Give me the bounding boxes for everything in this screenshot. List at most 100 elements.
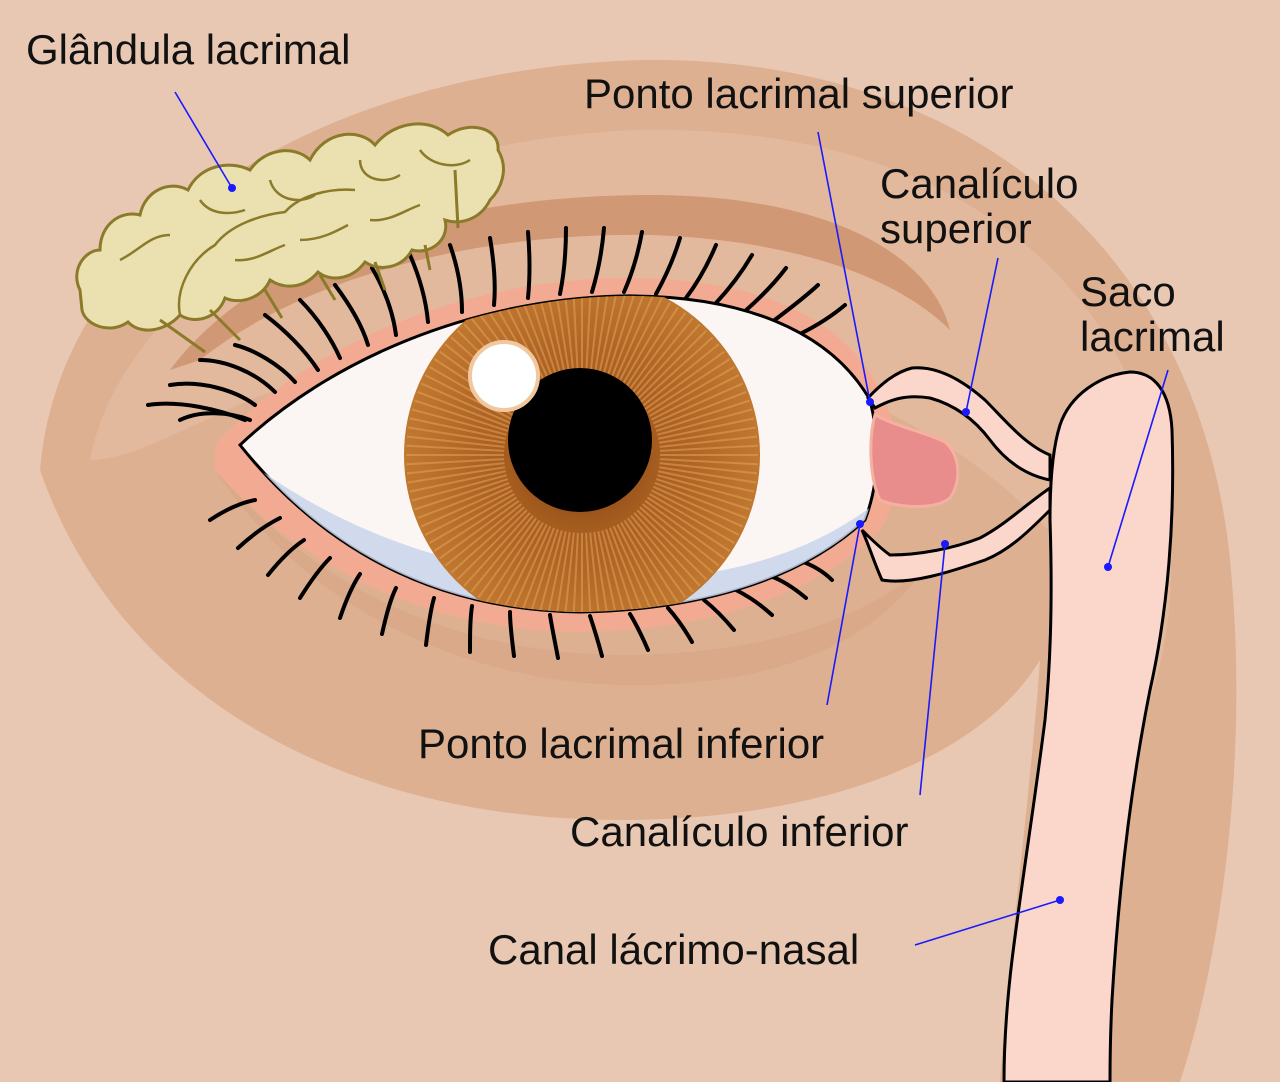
iris-fiber: [406, 462, 505, 475]
iris-fiber: [420, 485, 512, 528]
iris-fiber: [562, 532, 575, 612]
iris-fiber: [639, 506, 714, 574]
label-superior-canaliculus-line2: superior: [880, 205, 1032, 252]
iris-fiber: [414, 478, 509, 511]
iris-fiber: [526, 528, 559, 612]
label-superior-canaliculus-line1: Canalículo: [880, 160, 1078, 207]
iris-fiber: [623, 519, 679, 604]
iris-fiber: [477, 517, 537, 598]
iris-fiber: [639, 336, 714, 404]
pupil: [508, 368, 652, 512]
iris-fiber: [652, 382, 744, 425]
label-superior-punctum: Ponto lacrimal superior: [584, 70, 1014, 117]
iris-fiber: [659, 462, 758, 475]
iris-fiber: [509, 295, 552, 385]
iris-fiber: [633, 323, 701, 398]
iris-fiber: [424, 374, 513, 421]
iris-fiber: [651, 489, 740, 536]
label-lacrimal-sac-line1: Saco: [1080, 268, 1176, 315]
iris-fiber: [433, 496, 518, 552]
iris-fiber: [612, 295, 655, 385]
iris-fiber: [646, 358, 731, 414]
iris-fiber: [644, 350, 725, 410]
iris-fiber: [571, 295, 579, 378]
iris-fiber: [597, 295, 620, 379]
iris-fiber: [654, 390, 747, 428]
iris-fiber: [657, 408, 753, 436]
iris-fiber: [652, 485, 744, 528]
iris-fiber: [553, 531, 571, 612]
label-lacrimal-gland: Glândula lacrimal: [26, 26, 350, 73]
pointer-inferior-punctum: [826, 523, 861, 706]
pointer-dot-lacrimal-sac: [1104, 563, 1112, 571]
iris-fiber: [623, 306, 679, 391]
iris-fiber: [411, 408, 507, 436]
iris-fiber: [501, 524, 548, 612]
iris-fiber: [406, 444, 505, 452]
iris-fiber: [601, 295, 629, 380]
iris-fiber: [609, 295, 647, 383]
iris-fiber: [463, 512, 531, 587]
iris-fiber: [636, 329, 708, 401]
iris-fiber: [655, 478, 750, 511]
iris-fiber: [654, 482, 747, 520]
pointer-lacrimal-gland: [174, 91, 233, 189]
iris-fiber: [601, 530, 629, 612]
label-inferior-canaliculus: Canalículo inferior: [570, 808, 909, 855]
iris-fiber: [630, 317, 694, 396]
iris-fiber: [444, 503, 523, 567]
iris-fiber: [658, 417, 755, 440]
lower-eyelashes: [208, 498, 834, 660]
iris-fiber: [589, 532, 602, 612]
iris-fiber: [585, 532, 593, 612]
iris-fiber: [409, 470, 506, 493]
iris-fiber: [406, 458, 505, 466]
pointer-dot-inferior-canaliculus: [941, 540, 949, 548]
iris-fiber: [616, 297, 663, 386]
pointer-dot-superior-punctum: [866, 398, 874, 406]
pointer-dot-superior-canaliculus: [962, 408, 970, 416]
iris-fiber: [509, 525, 552, 612]
iris-fiber: [627, 312, 687, 393]
iris-fiber: [658, 470, 755, 493]
iris-fiber: [417, 390, 510, 428]
pointer-dot-inferior-punctum: [856, 520, 864, 528]
iris-fiber: [655, 399, 750, 432]
lacrimal-gland: [75, 122, 505, 354]
iris-fiber: [406, 435, 505, 448]
pointer-nasolacrimal-duct: [914, 899, 1061, 946]
pointer-dot-nasolacrimal-duct: [1056, 896, 1064, 904]
iris-fiber: [414, 399, 509, 432]
iris-fiber: [649, 493, 735, 544]
iris-fiber: [485, 519, 541, 604]
pointer-superior-canaliculus: [965, 257, 999, 413]
iris-fiber: [651, 374, 740, 421]
iris-fiber: [585, 295, 593, 378]
iris-fiber: [417, 482, 510, 520]
iris-fiber: [659, 458, 758, 466]
iris-fiber: [470, 514, 534, 593]
upper-eyelashes: [146, 226, 847, 422]
pointer-lacrimal-sac: [1107, 369, 1169, 568]
iris-fiber: [646, 496, 731, 552]
upper-eyelid-crease: [170, 195, 950, 370]
iris-fiber: [420, 382, 512, 425]
iris-fiber: [593, 295, 611, 379]
iris-fiber: [641, 343, 720, 407]
iris-fiber: [409, 417, 506, 440]
iris-fiber: [535, 530, 563, 612]
iris-fiber: [659, 435, 758, 448]
iris-fiber: [657, 474, 753, 502]
iris-fiber: [450, 506, 525, 574]
iris-fiber: [456, 509, 528, 581]
lacrimal-caruncle: [869, 412, 960, 508]
iris-fiber: [593, 531, 611, 612]
label-nasolacrimal-duct: Canal lácrimo-nasal: [488, 926, 859, 973]
iris-fiber: [649, 366, 735, 417]
iris-fiber: [627, 517, 687, 598]
label-inferior-punctum: Ponto lacrimal inferior: [418, 720, 824, 767]
pointer-superior-punctum: [817, 131, 871, 403]
iris-fiber: [620, 522, 671, 608]
iris-fiber: [609, 527, 647, 612]
